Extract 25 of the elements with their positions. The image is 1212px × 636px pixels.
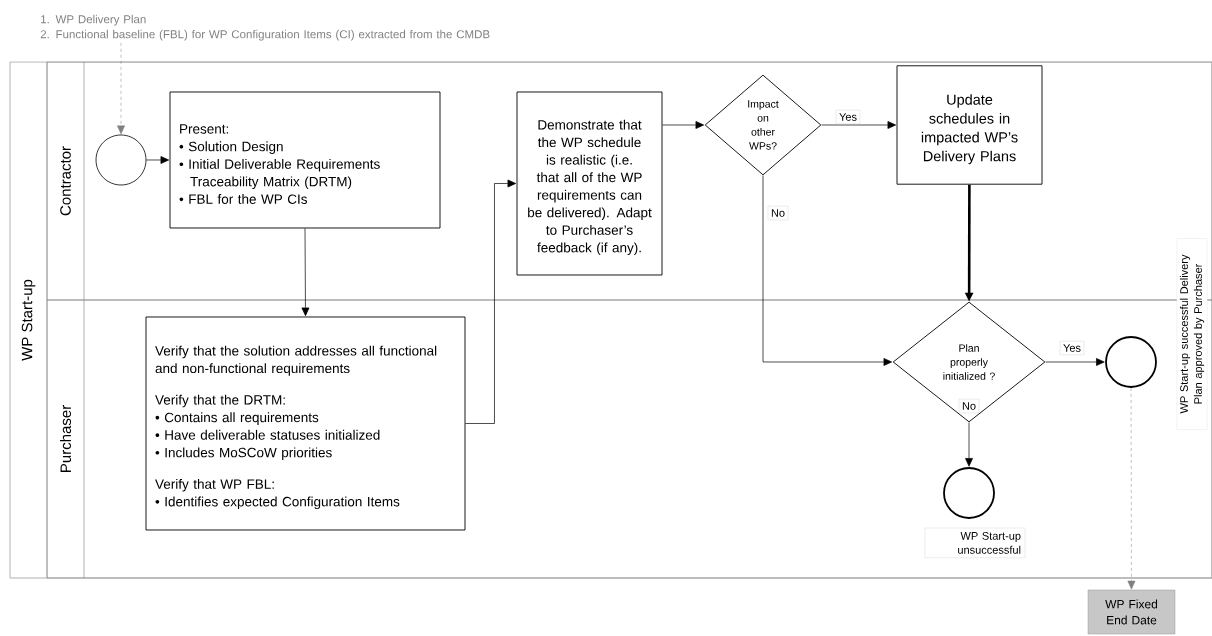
arrow <box>301 228 310 317</box>
input-list: 1. WP Delivery Plan 2. Functional baseline (FBL) for WP Configuration Items (CI) extracted from the CMDB <box>40 14 490 41</box>
note: WP Start-up successful Delivery Plan approved by Purchaser <box>1176 238 1208 430</box>
process-box: Demonstrate that the WP schedule is realistic (i.e. that all of the WP requirements can be delivered). Adapt to Purchaser’s feedback (if any). <box>516 91 663 276</box>
arrow <box>965 422 973 467</box>
event-circle <box>943 467 995 519</box>
arrow <box>1045 358 1105 366</box>
arrow <box>662 121 705 129</box>
event-caption: WP Start-up unsuccessful <box>924 527 1026 558</box>
document-box: WP Fixed End Date <box>1087 589 1176 635</box>
arrow <box>146 156 170 164</box>
event-circle <box>95 134 147 186</box>
edge-label: Yes <box>1059 340 1085 356</box>
arrow <box>117 42 125 135</box>
arrow <box>465 179 517 424</box>
process-box: Present: • Solution Design • Initial Deliverable Requirements Traceability Matrix (DRTM) • FBL for the WP CIs <box>169 91 441 229</box>
event-circle <box>1105 336 1157 388</box>
arrow <box>762 175 893 366</box>
edge-label: Yes <box>835 109 861 125</box>
arrow <box>821 121 897 129</box>
edge-label: No <box>767 205 789 221</box>
arrow <box>1127 387 1136 590</box>
process-box: Verify that the solution addresses all functional and non-functional requirements Verify that the DRTM: • Contains all requirements • Have deliverable statuses initialized • Includes MoSCoW priorities Verify that WP FBL: • Identifies expected Configuration Items <box>145 316 466 531</box>
process-box: Update schedules in impacted WP’s Delivery Plans <box>896 65 1043 185</box>
edge-label: No <box>958 398 980 414</box>
